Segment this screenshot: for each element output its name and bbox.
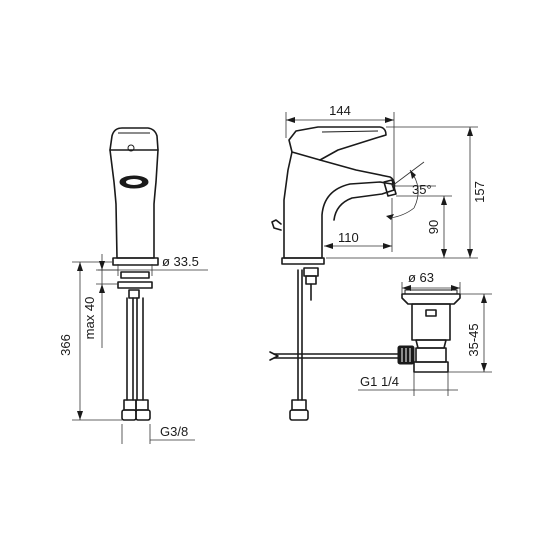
spout-height-label: 90 — [426, 220, 441, 234]
side-view-faucet: 144 157 90 110 35° — [271, 103, 487, 421]
waste-height-label: 35-45 — [466, 323, 481, 356]
waste-thread-label: G1 1/4 — [360, 374, 399, 389]
hose-fitting-icon — [121, 399, 151, 421]
aerator-icon — [119, 175, 149, 189]
waste-assembly: ø 63 35-45 G1 1/4 — [269, 270, 492, 396]
front-view-faucet: ø 33.5 366 max 40 G3/8 — [58, 127, 208, 444]
hose-thread-label: G3/8 — [160, 424, 188, 439]
total-height-label: 366 — [58, 334, 73, 356]
waste-diameter-label: ø 63 — [408, 270, 434, 285]
height-total-label: 157 — [472, 181, 487, 203]
width-total-label: 144 — [329, 103, 351, 118]
base-diameter-label: ø 33.5 — [162, 254, 199, 269]
max-deck-label: max 40 — [82, 297, 97, 340]
lever-angle-label: 35° — [412, 182, 432, 197]
pivot-nut-icon — [397, 345, 415, 365]
spout-reach-label: 110 — [338, 230, 359, 245]
